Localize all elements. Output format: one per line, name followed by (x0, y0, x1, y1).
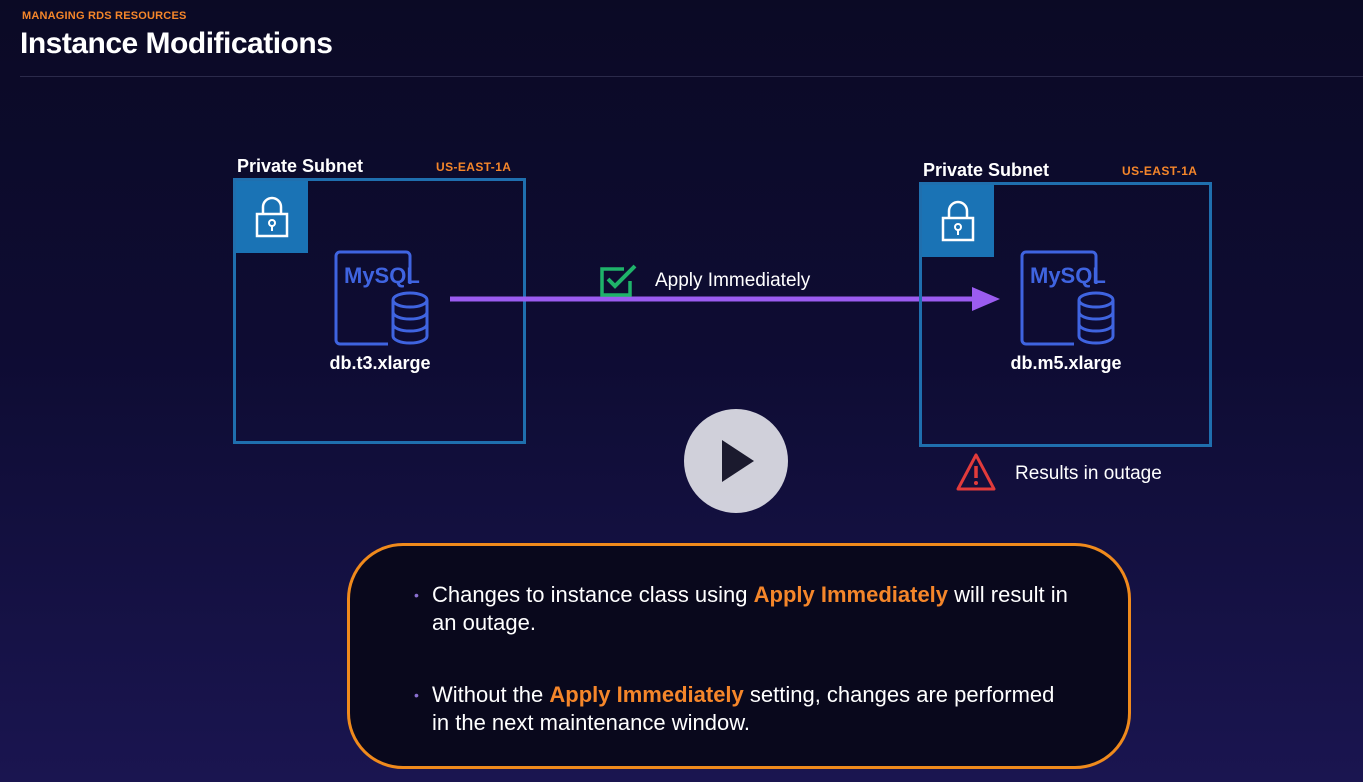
source-lock-tile (236, 181, 308, 253)
bullet-2-text-end: setting, changes are performed in the ne… (432, 682, 1055, 735)
bullet-2-highlight: Apply Immediately (549, 682, 744, 707)
source-zone-label: US-EAST-1A (436, 160, 512, 174)
bullet-2-text: Without the (432, 682, 550, 707)
target-zone-label: US-EAST-1A (1122, 164, 1198, 178)
mysql-database-icon: MySQL (1020, 250, 1115, 346)
warning-triangle-icon (956, 453, 996, 491)
bullet-1-highlight: Apply Immediately (753, 582, 949, 607)
bullet-dot: • (414, 687, 419, 703)
outage-label: Results in outage (1015, 463, 1162, 484)
target-instance-class: db.m5.xlarge (1010, 353, 1122, 373)
bullet-1-text: Changes to instance class using (432, 582, 754, 607)
source-subnet-label: Private Subnet (237, 156, 364, 176)
source-subnet-box: MySQL db.t3.xlarge (233, 178, 526, 444)
target-subnet-label: Private Subnet (923, 160, 1050, 180)
lock-icon (941, 200, 975, 242)
transition-arrow (450, 287, 1000, 311)
callout-box: • Changes to instance class using Apply I… (347, 543, 1131, 769)
section-kicker: MANAGING RDS RESOURCES (22, 10, 187, 22)
lock-icon (255, 196, 289, 238)
callout-bullet-2: • Without the Apply Immediately setting, … (414, 681, 1072, 737)
target-lock-tile (922, 185, 994, 257)
play-button[interactable] (684, 409, 788, 513)
source-instance-class: db.t3.xlarge (329, 353, 431, 373)
bullet-dot: • (414, 587, 419, 603)
source-engine-label: MySQL (344, 263, 420, 288)
bullet-1-text-end: will result in an outage. (432, 582, 1068, 635)
header-divider (20, 76, 1363, 77)
target-engine-label: MySQL (1030, 263, 1106, 288)
target-subnet-box: MySQL db.m5.xlarge (919, 182, 1212, 447)
page-title: Instance Modifications (20, 27, 333, 60)
apply-immediately-label: Apply Immediately (655, 270, 811, 291)
mysql-database-icon: MySQL (334, 250, 429, 346)
play-icon (722, 440, 754, 482)
checkbox-checked-icon (600, 264, 637, 297)
callout-bullet-1: • Changes to instance class using Apply I… (414, 581, 1072, 637)
